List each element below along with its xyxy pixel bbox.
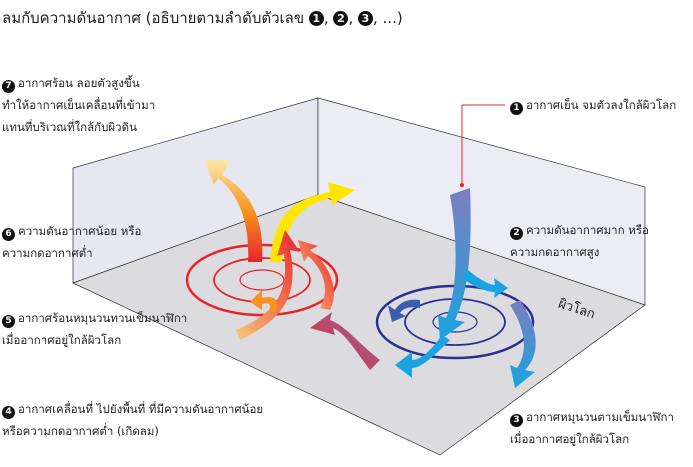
title-badge-3: 3	[358, 11, 373, 26]
title-sep: ,	[323, 9, 329, 27]
cold-spread-arrow-2	[395, 335, 450, 378]
label-text: อากาศเคลื่อนที่ ไปยังพื้นที่ ที่มีความดั…	[18, 402, 264, 416]
hot-swirl-arrow-1	[236, 230, 300, 340]
label-text: ทำให้อากาศเย็นเคลื่อนที่เข้ามา	[2, 98, 156, 112]
label-text: เมื่ออากาศอยู่ใกล้ผิวโลก	[510, 432, 630, 446]
cold-spread-arrow-3	[388, 299, 420, 322]
badge: 5	[2, 315, 15, 328]
label-text: ความกดอากาศสูง	[510, 245, 600, 259]
label-text: อากาศร้อน ลอยตัวสูงขึ้น	[18, 76, 140, 90]
label-text: ความดันอากาศน้อย หรือ	[18, 224, 142, 238]
title-tail: , ...)	[373, 9, 403, 27]
cold-spread-arrow-1	[510, 300, 536, 388]
label-text: เมื่ออากาศอยู่ใกล้ผิวโลก	[2, 333, 122, 347]
label-text: อากาศหมุนวนตามเข็มนาฬิกา	[526, 410, 674, 424]
label-text: หรือความกดอากาศต่ำ (เกิดลม)	[2, 424, 159, 438]
title-sep: ,	[348, 9, 354, 27]
cold-spread-arrow-4	[462, 270, 508, 298]
badge: 4	[2, 406, 15, 419]
label-text: แทนที่บริเวณที่ใกล้กับผิวดิน	[2, 120, 137, 134]
label-text: ความดันอากาศมาก หรือ	[526, 223, 649, 237]
cold-sinking-arrow	[438, 188, 471, 340]
badge: 2	[510, 227, 523, 240]
diagram-title: ลมกับความดันอากาศ (อธิบายตามลำดับตัวเลข …	[2, 6, 403, 30]
label-text: อากาศเย็น จมตัวลงใกล้ผิวโลก	[526, 98, 677, 112]
title-badge-2: 2	[333, 11, 349, 26]
inflow-arrow-left	[250, 290, 277, 312]
title-badge-1: 1	[308, 11, 324, 26]
label-text: ความกดอากาศต่ำ	[2, 246, 93, 260]
title-text: ลมกับความดันอากาศ (อธิบายตามลำดับตัวเลข	[2, 9, 305, 27]
hot-rising-arrow	[205, 160, 263, 262]
label-text: อากาศร้อนหมุนวนทวนเข็มนาฬิกา	[18, 311, 188, 325]
hot-rising-arrow-2	[270, 182, 355, 262]
badge: 6	[2, 228, 15, 241]
hot-swirl-arrow-2	[298, 240, 334, 310]
pointer-dot	[460, 183, 464, 187]
badge: 1	[510, 102, 523, 115]
badge: 7	[2, 80, 15, 93]
badge: 3	[510, 414, 523, 427]
inflow-arrow-4	[310, 312, 380, 370]
floor	[72, 194, 646, 456]
